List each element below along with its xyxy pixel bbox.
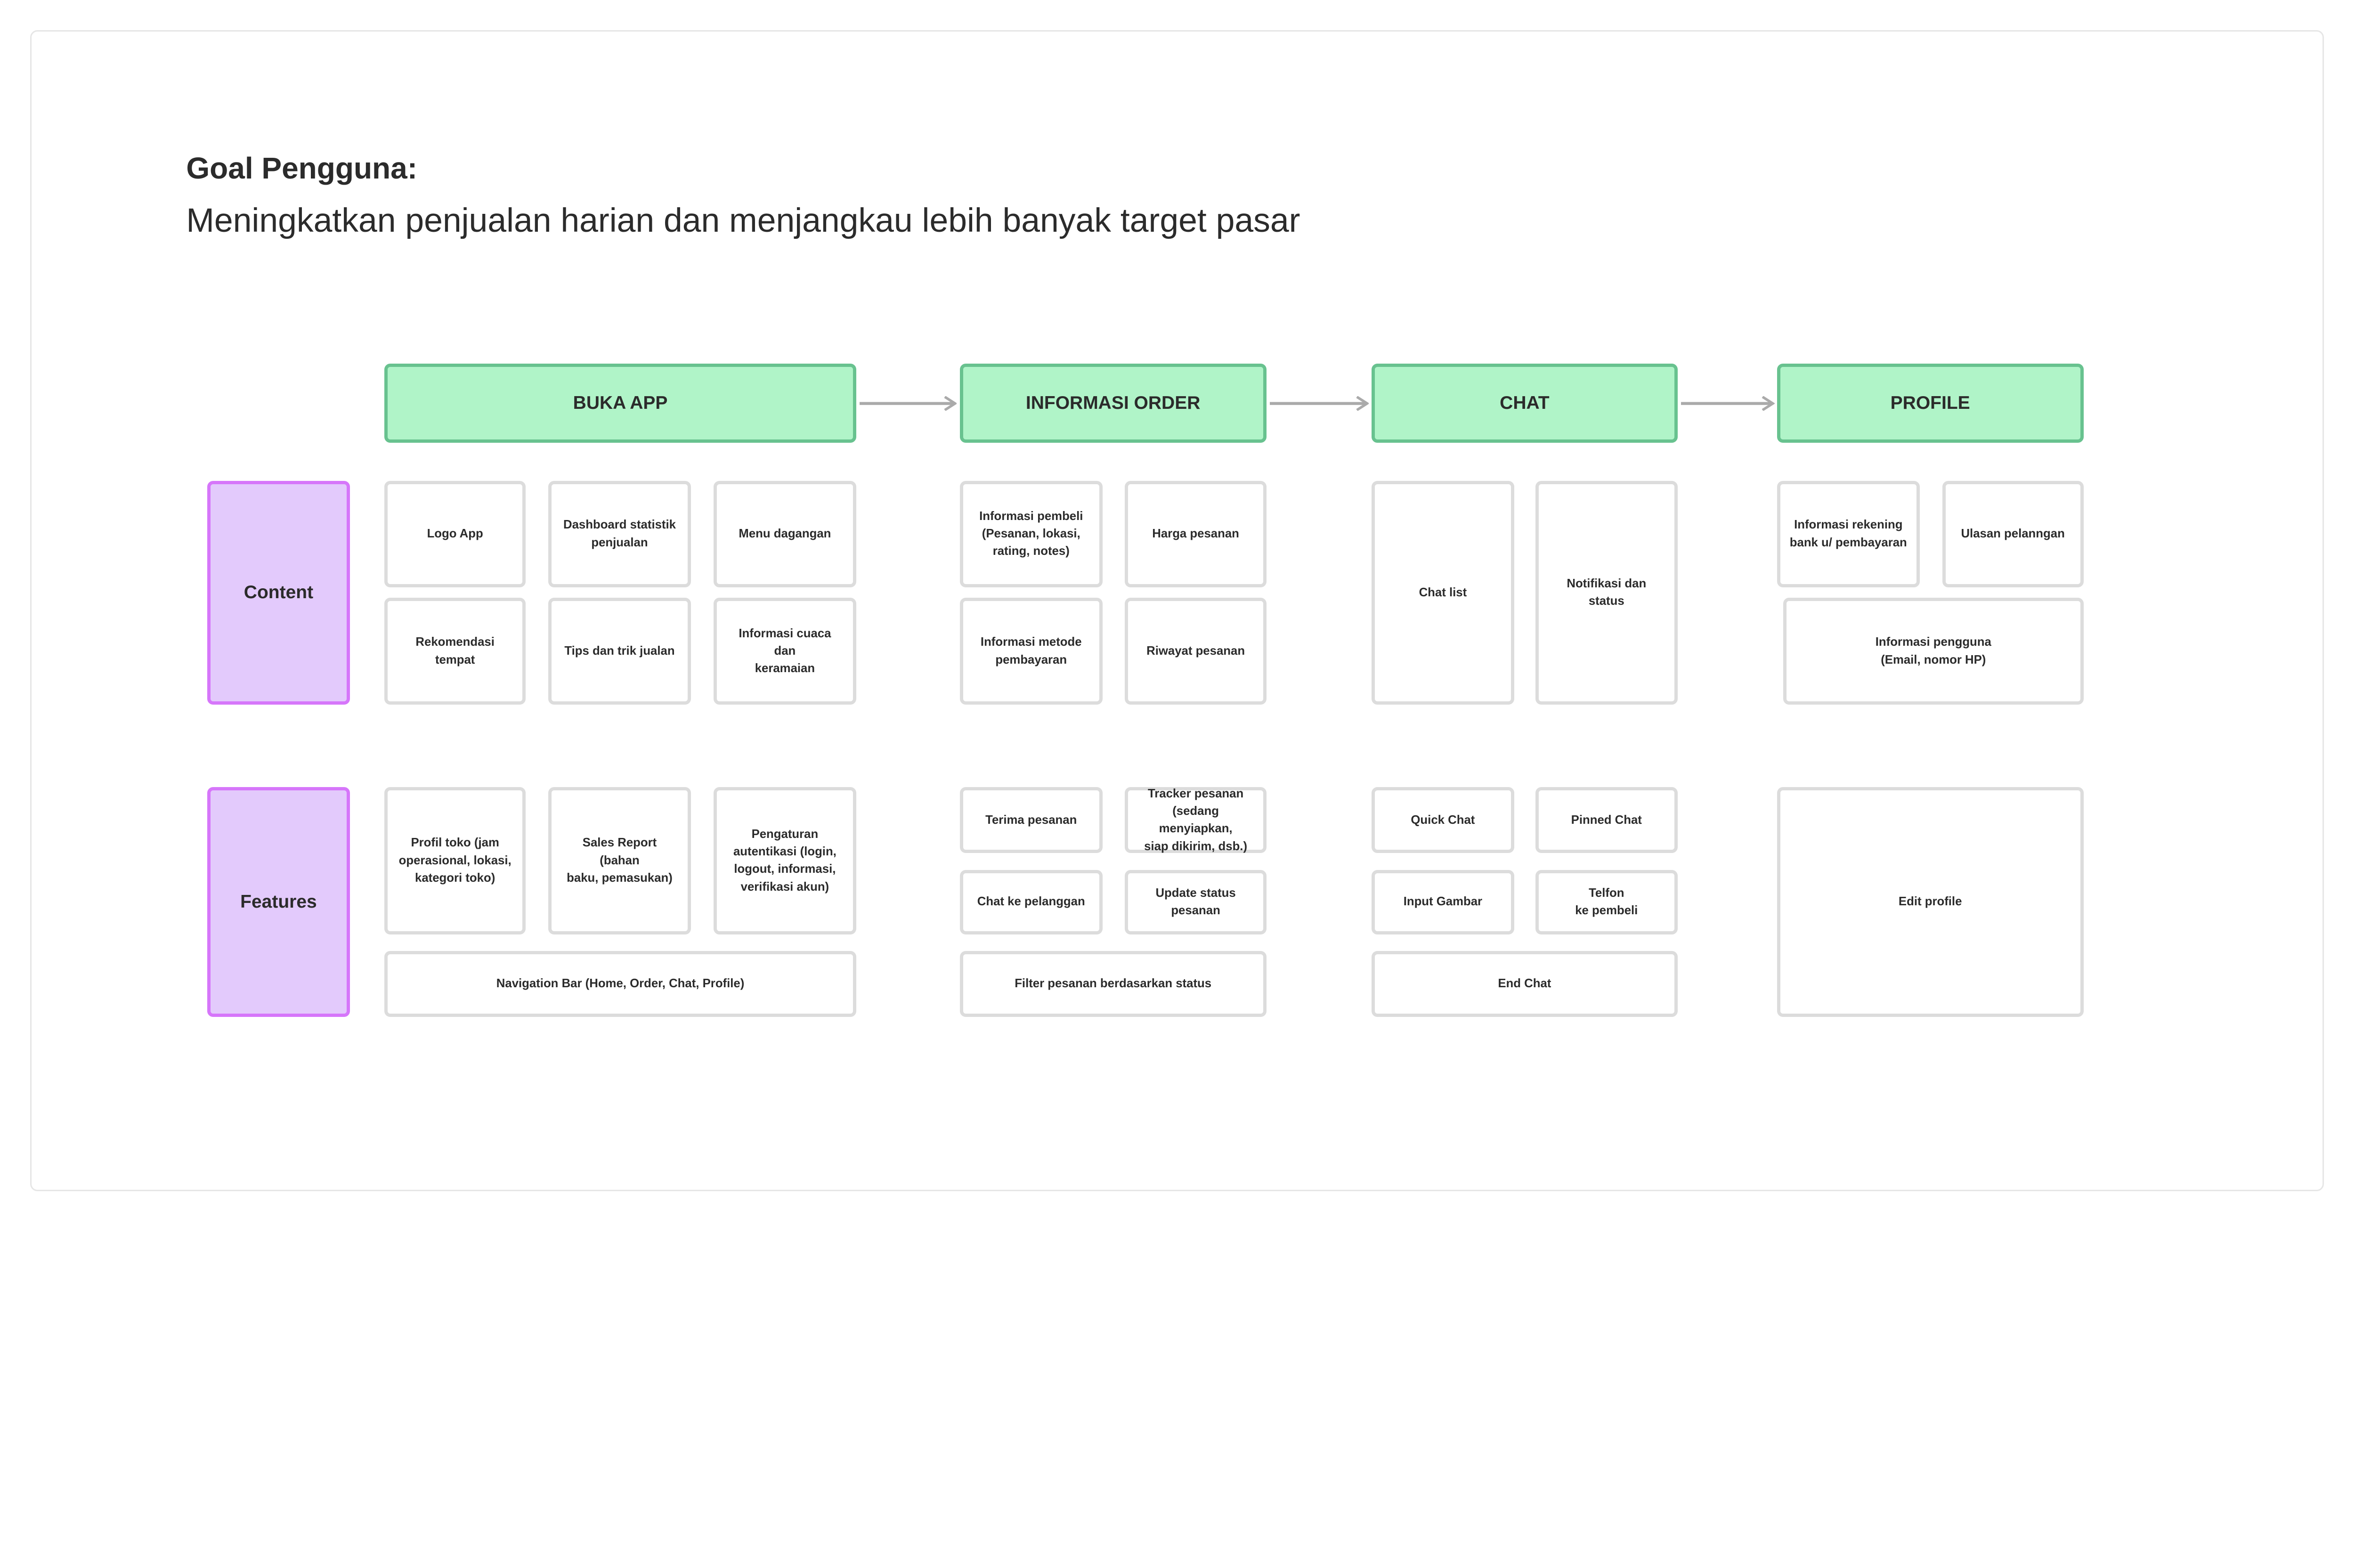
content-card: Informasi pengguna (Email, nomor HP) [1783, 598, 2084, 705]
content-card: Informasi metode pembayaran [959, 598, 1103, 705]
stage-chat: CHAT [1371, 363, 1678, 443]
content-card: Riwayat pesanan [1125, 598, 1267, 705]
stage-profile: PROFILE [1777, 363, 2084, 443]
feature-card: Profil toko (jam operasional, lokasi, ka… [384, 787, 526, 934]
feature-card: Tracker pesanan (sedang menyiapkan, siap… [1125, 787, 1267, 853]
feature-card: Input Gambar [1371, 869, 1515, 934]
stage-informasi-order: INFORMASI ORDER [959, 363, 1267, 443]
row-label-features: Features [207, 787, 350, 1017]
feature-card: Telfon ke pembeli [1535, 869, 1678, 934]
goal-label: Goal Pengguna: [186, 151, 418, 185]
content-card: Harga pesanan [1125, 480, 1267, 587]
content-card: Menu dagangan [714, 480, 856, 587]
feature-card: Pengaturan autentikasi (login, logout, i… [714, 787, 856, 934]
feature-card: Chat ke pelanggan [959, 869, 1103, 934]
content-card: Logo App [384, 480, 526, 587]
content-card: Rekomendasi tempat [384, 598, 526, 705]
feature-card: Sales Report (bahan baku, pemasukan) [548, 787, 691, 934]
content-card: Informasi pembeli (Pesanan, lokasi, rati… [959, 480, 1103, 587]
content-card: Chat list [1371, 480, 1515, 705]
row-label-content: Content [207, 480, 350, 705]
feature-card: Terima pesanan [959, 787, 1103, 853]
feature-card: End Chat [1371, 951, 1678, 1017]
content-card: Dashboard statistik penjualan [548, 480, 691, 587]
feature-card: Update status pesanan [1125, 869, 1267, 934]
arrow-right-icon [859, 396, 957, 411]
content-card: Notifikasi dan status [1535, 480, 1678, 705]
canvas-frame [30, 30, 2324, 1191]
goal-text: Meningkatkan penjualan harian dan menjan… [186, 202, 1300, 240]
feature-card: Navigation Bar (Home, Order, Chat, Profi… [384, 951, 856, 1017]
content-card: Informasi cuaca dan keramaian [714, 598, 856, 705]
feature-card: Edit profile [1777, 787, 2084, 1017]
arrow-right-icon [1681, 396, 1775, 411]
arrow-right-icon [1269, 396, 1369, 411]
feature-card: Pinned Chat [1535, 787, 1678, 853]
content-card: Tips dan trik jualan [548, 598, 691, 705]
content-card: Ulasan pelanngan [1942, 480, 2084, 587]
content-card: Informasi rekening bank u/ pembayaran [1777, 480, 1920, 587]
feature-card: Filter pesanan berdasarkan status [959, 951, 1267, 1017]
stage-buka-app: BUKA APP [384, 363, 856, 443]
feature-card: Quick Chat [1371, 787, 1515, 853]
